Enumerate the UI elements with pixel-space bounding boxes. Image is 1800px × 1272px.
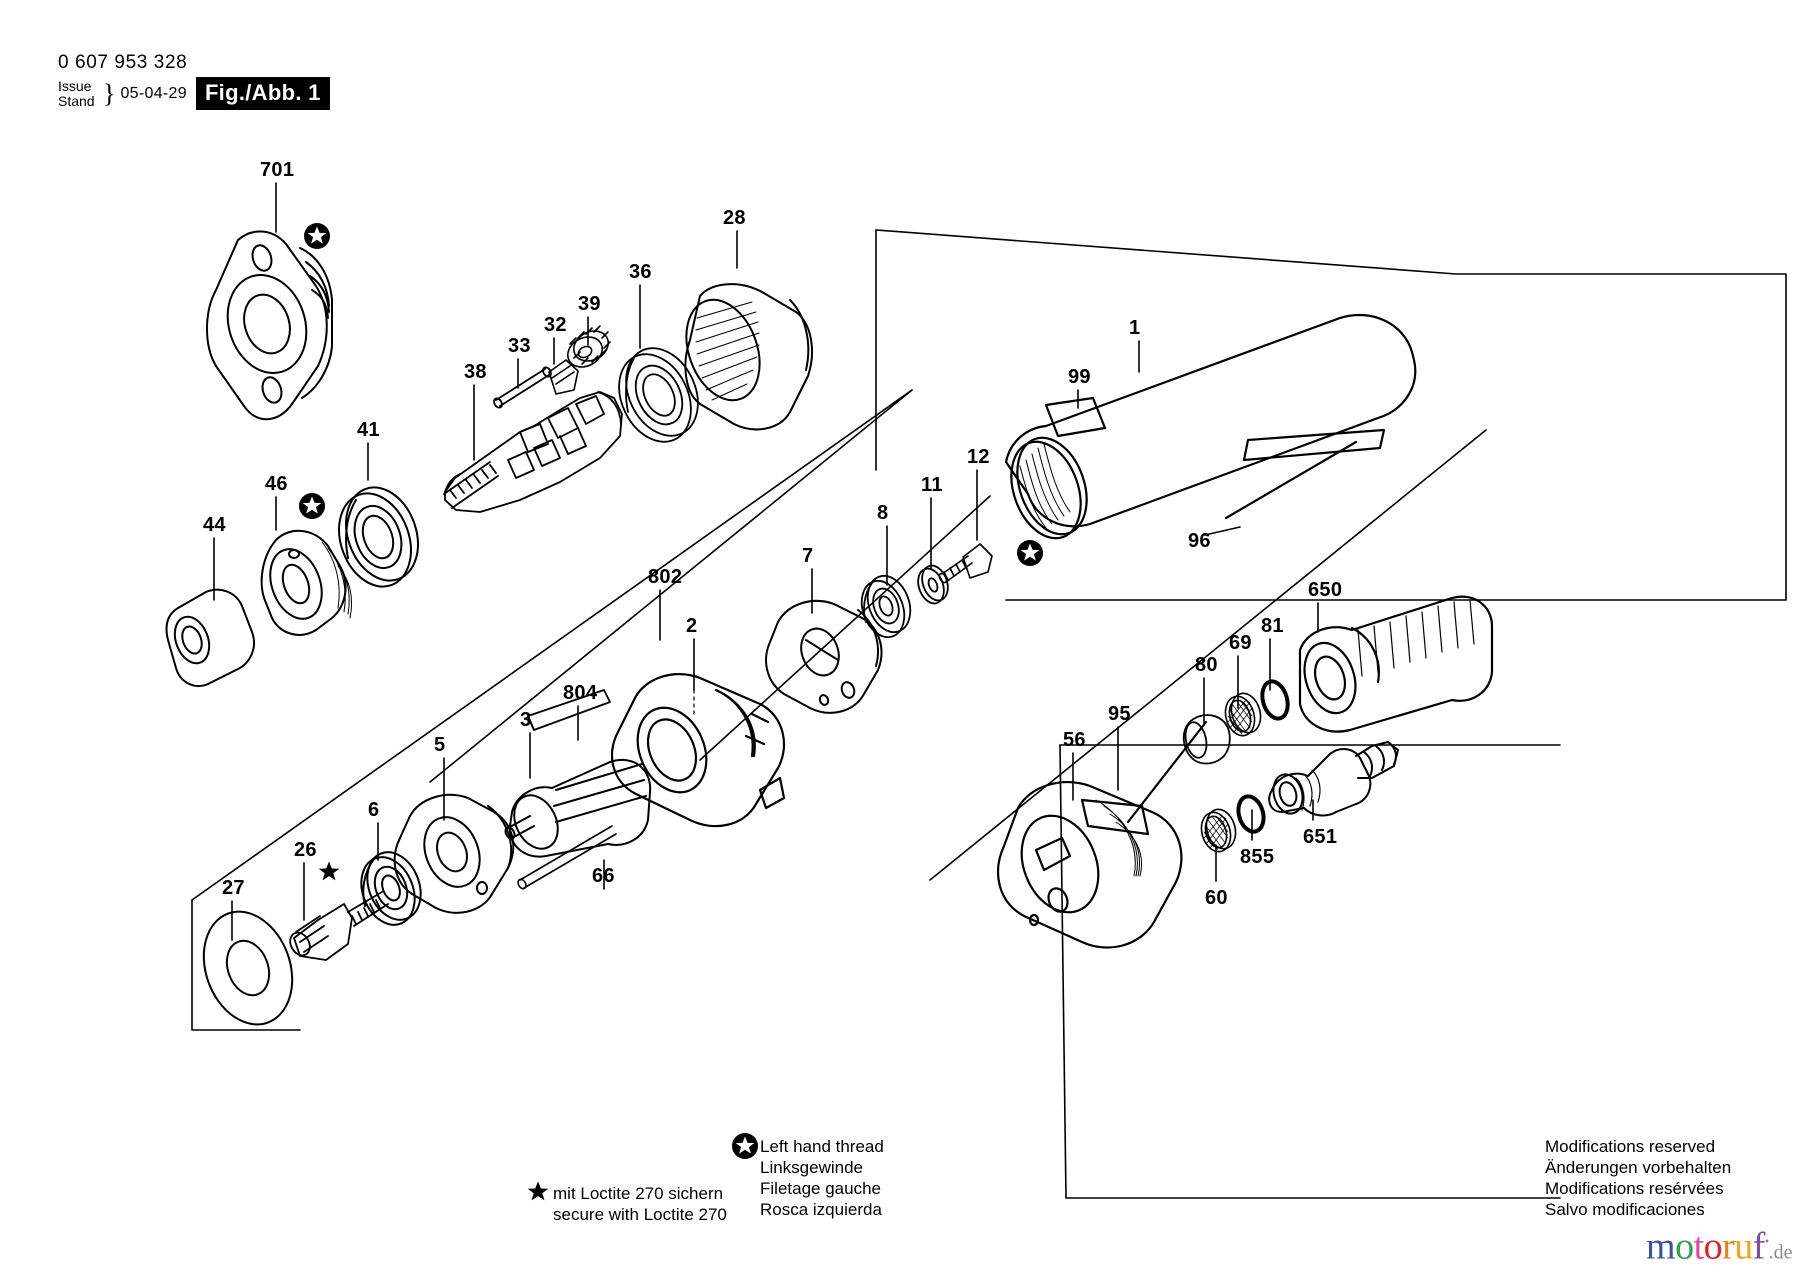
legend-loctite: mit Loctite 270 sichern secure with Loct… (553, 1183, 727, 1225)
logo-letter-f: f (1752, 1225, 1766, 1268)
part-number: 0 607 953 328 (58, 52, 188, 73)
callout-96: 96 (1188, 530, 1211, 552)
legend-lht-line-4: Rosca izquierda (760, 1200, 882, 1219)
legend-star-icon (527, 1181, 549, 1201)
legend-mods-line-3: Modifications resérvées (1545, 1179, 1724, 1198)
issue-row: Issue Stand } 05-04-29 Fig./Abb. 1 (58, 77, 478, 110)
callout-27: 27 (222, 877, 245, 899)
callout-12: 12 (967, 446, 990, 468)
issue-date: 05-04-29 (120, 84, 187, 102)
callout-46: 46 (265, 473, 288, 495)
callout-39: 39 (578, 293, 601, 315)
diagram-header: 0 607 953 328 Issue Stand } 05-04-29 Fig… (58, 52, 478, 110)
legend-lht-line-3: Filetage gauche (760, 1179, 881, 1198)
logo-letter-o1: o (1675, 1225, 1694, 1268)
issue-label: Issue (58, 77, 92, 94)
callout-701: 701 (260, 159, 295, 181)
callout-36: 36 (629, 261, 652, 283)
logo-letter-m: m (1646, 1225, 1676, 1268)
logo-letter-r: r (1722, 1225, 1735, 1268)
callout-66: 66 (592, 865, 615, 887)
logo-tld: .de (1768, 1241, 1793, 1264)
issue-stand-labels: Issue Stand (58, 77, 102, 109)
callout-2: 2 (686, 615, 698, 637)
callout-32: 32 (544, 314, 567, 336)
callout-11: 11 (921, 474, 943, 496)
motoruf-logo[interactable]: motoruf•.de (1646, 1222, 1793, 1272)
legend-mods-line-1: Modifications reserved (1545, 1137, 1716, 1156)
logo-letter-o2: o (1703, 1225, 1723, 1268)
callout-41: 41 (357, 419, 380, 441)
logo-dot-accent: • (1764, 1234, 1769, 1248)
callout-3: 3 (520, 709, 532, 731)
legend-loctite-line-1: mit Loctite 270 sichern (553, 1184, 724, 1203)
legend-left-hand-thread: Left hand thread Linksgewinde Filetage g… (760, 1136, 884, 1220)
callout-99: 99 (1068, 366, 1091, 388)
callout-7: 7 (802, 545, 814, 567)
callout-33: 33 (508, 335, 531, 357)
callout-651: 651 (1303, 826, 1338, 848)
legend-circled-star-icon (732, 1133, 758, 1159)
legend-mods-line-2: Änderungen vorbehalten (1545, 1158, 1732, 1177)
callout-80: 80 (1195, 654, 1218, 676)
stand-label: Stand (58, 92, 95, 109)
callout-28: 28 (723, 207, 746, 229)
callout-44: 44 (203, 514, 226, 536)
left-hand-thread-marker-46 (299, 493, 325, 519)
legend-lht-line-2: Linksgewinde (760, 1158, 864, 1177)
left-hand-thread-marker-701 (304, 223, 330, 249)
logo-letter-u: u (1734, 1225, 1753, 1268)
callout-8: 8 (877, 502, 889, 524)
legend-loctite-line-2: secure with Loctite 270 (553, 1205, 727, 1224)
left-hand-thread-marker-housing (1017, 540, 1043, 566)
brace-glyph: } (103, 78, 116, 108)
callout-1: 1 (1129, 317, 1141, 339)
callout-6: 6 (368, 799, 380, 821)
callout-855: 855 (1240, 846, 1275, 868)
logo-letter-t: t (1693, 1225, 1705, 1268)
callout-802: 802 (648, 566, 683, 588)
callout-5: 5 (434, 734, 446, 756)
callout-804: 804 (563, 682, 598, 704)
callout-69: 69 (1229, 632, 1252, 654)
callout-38: 38 (464, 361, 487, 383)
legend-lht-line-1: Left hand thread (760, 1137, 884, 1156)
callout-26: 26 (294, 839, 317, 861)
callout-650: 650 (1308, 579, 1343, 601)
callout-95: 95 (1108, 703, 1131, 725)
figure-badge: Fig./Abb. 1 (195, 77, 330, 110)
loctite-marker-26 (318, 861, 340, 881)
callout-56: 56 (1063, 729, 1086, 751)
callout-60: 60 (1205, 887, 1228, 909)
callout-81: 81 (1261, 615, 1284, 637)
legend-mods-line-4: Salvo modificaciones (1545, 1200, 1705, 1219)
legend-modifications: Modifications reserved Änderungen vorbeh… (1545, 1136, 1731, 1220)
